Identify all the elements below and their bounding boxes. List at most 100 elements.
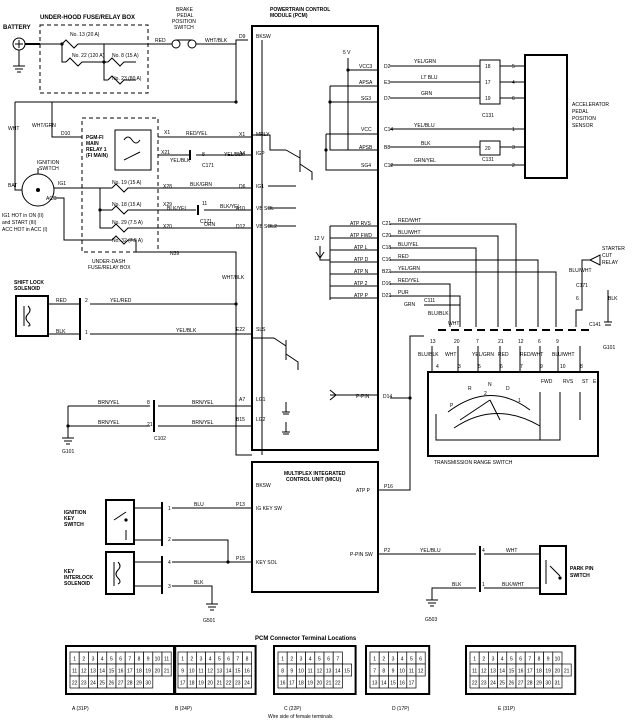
terminal-number: 8 <box>246 657 249 663</box>
terminal-number: 18 <box>536 669 542 675</box>
terminal-number: 15 <box>235 669 241 675</box>
svg-text:ATP FWD: ATP FWD <box>350 233 372 239</box>
svg-text:SWITCH: SWITCH <box>64 522 84 528</box>
svg-text:18: 18 <box>485 64 491 70</box>
svg-text:C14: C14 <box>384 127 393 133</box>
terminal-number: 30 <box>545 681 551 687</box>
svg-text:KEY: KEY <box>64 516 75 522</box>
svg-text:BLK: BLK <box>421 141 431 147</box>
svg-text:PARK PIN: PARK PIN <box>570 566 594 572</box>
terminal-number: 5 <box>410 657 413 663</box>
svg-text:B8: B8 <box>384 145 390 151</box>
terminal-number: 6 <box>419 657 422 663</box>
underhood-box-label: UNDER-HOOD FUSE/RELAY BOX <box>40 15 135 21</box>
terminal-number: 2 <box>290 657 293 663</box>
svg-text:P: P <box>450 403 454 409</box>
svg-text:LG2: LG2 <box>256 417 266 423</box>
ignition-key-switch: IGNITION KEY SWITCH 1 2 BLU <box>64 499 252 546</box>
svg-text:P2: P2 <box>384 548 390 554</box>
svg-text:ATP D: ATP D <box>354 257 369 263</box>
svg-text:E22: E22 <box>236 327 245 333</box>
svg-text:VCC3: VCC3 <box>359 64 373 70</box>
svg-text:SHIFT LOCK: SHIFT LOCK <box>14 280 44 286</box>
terminal-number: 25 <box>99 681 105 687</box>
svg-text:PEDAL: PEDAL <box>572 109 589 115</box>
svg-text:N39: N39 <box>170 251 179 257</box>
terminal-number: 23 <box>235 681 241 687</box>
svg-text:5: 5 <box>512 64 515 70</box>
svg-text:13: 13 <box>430 339 436 345</box>
svg-text:APSA: APSA <box>359 80 373 86</box>
terminal-number: 15 <box>390 681 396 687</box>
terminal-number: 3 <box>92 657 95 663</box>
svg-text:YEL/GRN: YEL/GRN <box>472 352 494 358</box>
terminal-number: 17 <box>409 681 415 687</box>
svg-text:BKSW: BKSW <box>256 483 271 489</box>
terminal-cell <box>406 675 417 689</box>
terminal-number: 7 <box>373 669 376 675</box>
terminal-number: 27 <box>518 681 524 687</box>
terminal-number: 11 <box>164 657 169 663</box>
svg-text:1: 1 <box>482 582 485 588</box>
terminal-cell <box>342 663 352 677</box>
terminal-number: 10 <box>189 669 195 675</box>
terminal-number: 24 <box>244 681 250 687</box>
svg-text:SOLENOID: SOLENOID <box>14 286 41 292</box>
svg-text:D14: D14 <box>383 394 392 400</box>
svg-text:YEL/GRN: YEL/GRN <box>398 266 420 272</box>
svg-text:2: 2 <box>512 163 515 169</box>
svg-text:SWITCH: SWITCH <box>39 166 59 172</box>
svg-text:No. 8 (15 A): No. 8 (15 A) <box>112 53 139 59</box>
svg-text:WHT: WHT <box>506 548 517 554</box>
svg-text:D7: D7 <box>384 96 391 102</box>
svg-text:No. 29 (7.5 A): No. 29 (7.5 A) <box>112 220 143 226</box>
svg-text:C111: C111 <box>424 298 435 304</box>
svg-text:7: 7 <box>520 364 523 370</box>
svg-text:9: 9 <box>540 364 543 370</box>
svg-text:RED: RED <box>498 352 509 358</box>
svg-text:7: 7 <box>476 339 479 345</box>
connector-outline <box>365 645 431 695</box>
svg-text:GRN: GRN <box>404 302 416 308</box>
svg-text:ST: ST <box>582 379 588 385</box>
terminal-number: 8 <box>538 657 541 663</box>
terminal-number: 17 <box>127 669 133 675</box>
connector-outline <box>273 645 357 695</box>
svg-text:VB SOL2: VB SOL2 <box>256 224 277 230</box>
svg-text:ATP P: ATP P <box>354 293 369 299</box>
svg-text:E (31P): E (31P) <box>498 706 515 712</box>
ignition-switch: IGNITION SWITCH BAT IG1 ACC IG1 HOT in O… <box>2 160 82 241</box>
terminal-number: 14 <box>499 669 505 675</box>
svg-text:P-PIN SW: P-PIN SW <box>350 552 373 558</box>
svg-text:19: 19 <box>485 96 491 102</box>
svg-text:4: 4 <box>512 80 515 86</box>
svg-text:D22: D22 <box>382 293 391 299</box>
svg-text:2: 2 <box>168 537 171 543</box>
svg-text:C131: C131 <box>482 157 494 163</box>
terminal-number: 5 <box>218 657 221 663</box>
svg-text:C102: C102 <box>154 436 166 442</box>
svg-text:4: 4 <box>168 560 171 566</box>
svg-text:6: 6 <box>500 364 503 370</box>
svg-text:D: D <box>506 386 510 392</box>
svg-text:WHT: WHT <box>8 126 19 132</box>
terminal-number: 18 <box>189 681 195 687</box>
left-wht-bus: WHT WHT/GRN D10 <box>8 40 238 162</box>
svg-text:BRN/YEL: BRN/YEL <box>98 400 120 406</box>
svg-text:ATP N: ATP N <box>354 269 369 275</box>
terminal-number: 18 <box>136 669 142 675</box>
svg-text:X29: X29 <box>163 202 172 208</box>
svg-text:CONTROL UNIT (MICU): CONTROL UNIT (MICU) <box>286 477 342 483</box>
svg-text:MULTIPLEX INTEGRATED: MULTIPLEX INTEGRATED <box>284 471 346 477</box>
terminal-number: 3 <box>392 657 395 663</box>
terminal-number: 20 <box>207 681 213 687</box>
terminal-cell <box>242 675 252 689</box>
battery-label: BATTERY <box>3 25 31 31</box>
svg-text:5: 5 <box>478 364 481 370</box>
underhood-fuse-box: UNDER-HOOD FUSE/RELAY BOX No. 13 (20 A) … <box>39 15 160 94</box>
svg-text:BLU/WHT: BLU/WHT <box>398 230 421 236</box>
svg-text:P16: P16 <box>384 484 393 490</box>
svg-text:4: 4 <box>482 548 485 554</box>
svg-text:12 V: 12 V <box>314 236 325 242</box>
